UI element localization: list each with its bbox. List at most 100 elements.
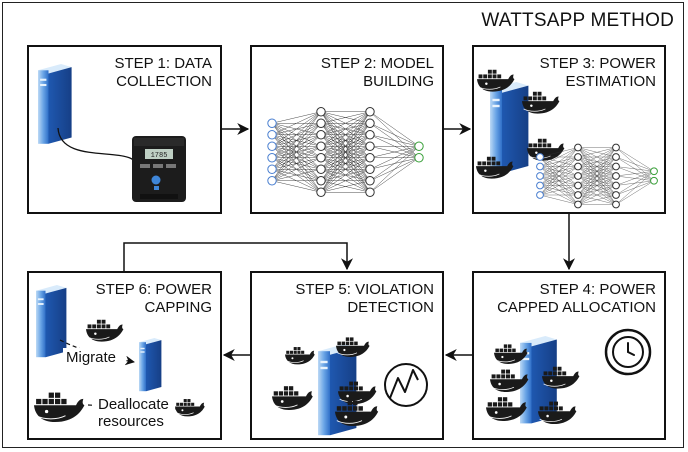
nn-edge xyxy=(271,111,322,158)
container-whale-icon xyxy=(33,392,85,423)
nn-edge xyxy=(539,147,579,158)
nn-edge xyxy=(577,156,617,205)
nn-node xyxy=(612,172,620,180)
nn-node xyxy=(365,141,375,151)
nn-node xyxy=(414,153,424,163)
step6-server-icon xyxy=(36,285,67,358)
nn-edge xyxy=(320,111,371,170)
nn-edge xyxy=(539,185,579,196)
nn-node xyxy=(365,153,375,163)
nn-edge xyxy=(320,111,371,181)
nn-edge xyxy=(615,166,655,172)
nn-node xyxy=(365,187,375,197)
nn-edge xyxy=(615,171,655,177)
device-screen-readout: 1785 xyxy=(151,152,168,160)
nn-edge xyxy=(539,166,579,196)
nn-edge xyxy=(271,111,322,181)
nn-node xyxy=(612,162,620,171)
nn-node xyxy=(316,176,326,186)
nn-edge xyxy=(271,134,322,181)
nn-node xyxy=(267,153,277,163)
nn-node xyxy=(612,143,620,152)
nn-node xyxy=(316,107,326,117)
deallocate-label-bg xyxy=(95,394,175,432)
nn-node xyxy=(267,164,277,174)
nn-node xyxy=(316,130,326,140)
nn-edge xyxy=(615,171,655,196)
container-whale-icon xyxy=(284,346,316,365)
nn-node xyxy=(536,181,544,190)
nn-edge xyxy=(577,147,617,177)
server-icon xyxy=(38,64,72,144)
nn-edge xyxy=(320,180,371,193)
method-title: WATTSAPP METHOD xyxy=(481,10,674,31)
nn-edge xyxy=(615,171,655,186)
step-1-label: STEP 1: DATA COLLECTION xyxy=(114,55,212,90)
nn-node xyxy=(316,141,326,151)
step-5-label: STEP 5: VIOLATION DETECTION xyxy=(295,281,434,316)
nn-node xyxy=(365,118,375,128)
nn-node xyxy=(267,130,277,140)
nn-node xyxy=(650,167,658,176)
nn-edge xyxy=(539,147,579,177)
nn-edge xyxy=(320,111,371,147)
nn-edge xyxy=(577,147,617,196)
neural-network-icon-small xyxy=(536,143,658,209)
nn-edge xyxy=(271,111,322,170)
nn-node xyxy=(612,153,620,161)
migrate-label: Migrate xyxy=(66,349,116,366)
migrate-label-bg xyxy=(63,348,125,366)
nn-node xyxy=(574,191,582,199)
step-2-label: STEP 2: MODEL BUILDING xyxy=(320,55,434,90)
nn-edge xyxy=(320,111,371,135)
nn-edge xyxy=(271,123,322,181)
step3-server-icon xyxy=(490,82,529,174)
nn-edge xyxy=(577,147,617,205)
arrow-step6-feedback-to-step5 xyxy=(123,242,353,271)
nn-edge xyxy=(271,180,322,193)
nn-node xyxy=(267,118,277,128)
nn-edge xyxy=(615,156,655,172)
nn-node xyxy=(316,118,326,128)
container-whale-icon xyxy=(271,385,314,411)
container-whale-icon xyxy=(174,398,206,417)
nn-node xyxy=(536,153,544,161)
nn-edge xyxy=(369,146,420,181)
resources-label: resources xyxy=(98,413,164,430)
nn-edge xyxy=(539,147,579,196)
deallocate-label: Deallocate xyxy=(98,396,169,413)
nn-edge xyxy=(320,134,371,193)
timer-clock-icon xyxy=(604,328,652,376)
nn-node xyxy=(574,153,582,161)
nn-edge xyxy=(539,147,579,167)
nn-edge xyxy=(577,166,617,205)
nn-node xyxy=(574,162,582,171)
neural-network-icon xyxy=(267,107,424,197)
nn-node xyxy=(612,181,620,190)
nn-node xyxy=(316,153,326,163)
nn-edge xyxy=(320,111,371,193)
nn-node xyxy=(414,141,424,151)
nn-edge xyxy=(577,147,617,186)
power-spike-monitor-icon xyxy=(384,363,428,407)
nn-node xyxy=(365,130,375,140)
nn-edge xyxy=(577,147,617,158)
nn-node xyxy=(365,164,375,174)
nn-edge xyxy=(320,111,371,124)
nn-edge xyxy=(539,194,579,205)
nn-node xyxy=(536,191,544,199)
nn-node xyxy=(574,172,582,180)
target-server-icon xyxy=(139,338,162,392)
nn-edge xyxy=(539,175,579,196)
nn-edge xyxy=(369,134,420,147)
step-4-label: STEP 4: POWER CAPPED ALLOCATION xyxy=(497,281,656,316)
nn-edge xyxy=(577,185,617,205)
nn-node xyxy=(574,200,582,209)
nn-edge xyxy=(271,157,322,181)
nn-edge xyxy=(320,111,371,158)
nn-node xyxy=(612,200,620,209)
nn-edge xyxy=(369,123,420,147)
nn-edge xyxy=(577,147,617,167)
container-whale-icon xyxy=(335,337,370,358)
